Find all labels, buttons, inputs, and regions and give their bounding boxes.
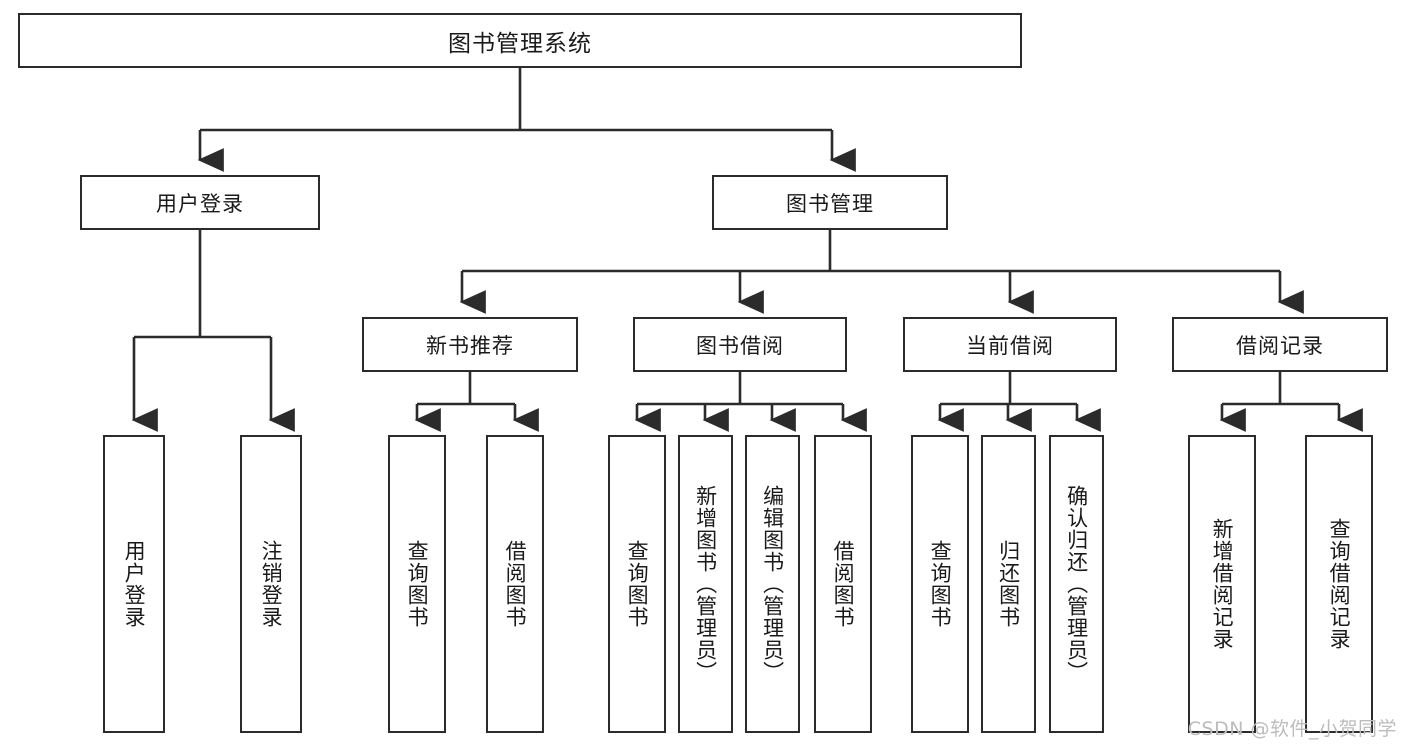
leaf-confirm-return-admin[interactable]: 确认归还（管理员） <box>1049 435 1104 733</box>
leaf-edit-book-admin[interactable]: 编辑图书（管理员） <box>745 435 800 733</box>
node-book-borrow-label: 图书借阅 <box>696 333 784 358</box>
leaf-add-borrow-record[interactable]: 新增借阅记录 <box>1188 435 1256 733</box>
leaf-borrow-book-bw-label: 借阅图书 <box>831 540 856 628</box>
leaf-borrow-book-nb[interactable]: 借阅图书 <box>486 435 544 733</box>
node-borrow-records-label: 借阅记录 <box>1236 333 1324 358</box>
node-new-book-recommend-label: 新书推荐 <box>426 333 514 358</box>
leaf-query-borrow-record[interactable]: 查询借阅记录 <box>1305 435 1373 733</box>
node-book-management-label: 图书管理 <box>786 191 874 216</box>
leaf-query-book-bw[interactable]: 查询图书 <box>608 435 666 733</box>
leaf-query-book-nb[interactable]: 查询图书 <box>388 435 446 733</box>
node-borrow-records[interactable]: 借阅记录 <box>1172 317 1388 372</box>
leaf-query-book-cb[interactable]: 查询图书 <box>911 435 969 733</box>
leaf-user-login-label: 用户登录 <box>122 540 147 628</box>
leaf-add-book-admin-label: 新增图书（管理员） <box>693 485 718 683</box>
node-root[interactable]: 图书管理系统 <box>18 13 1022 68</box>
node-user-login[interactable]: 用户登录 <box>80 175 320 230</box>
node-book-borrow[interactable]: 图书借阅 <box>633 317 847 372</box>
leaf-logout-label: 注销登录 <box>259 540 284 628</box>
leaf-edit-book-admin-label: 编辑图书（管理员） <box>760 485 785 683</box>
leaf-query-book-nb-label: 查询图书 <box>405 540 430 628</box>
leaf-confirm-return-admin-label: 确认归还（管理员） <box>1064 485 1089 683</box>
node-current-borrow-label: 当前借阅 <box>966 333 1054 358</box>
leaf-add-borrow-record-label: 新增借阅记录 <box>1210 518 1235 650</box>
leaf-borrow-book-bw[interactable]: 借阅图书 <box>814 435 872 733</box>
leaf-return-book[interactable]: 归还图书 <box>981 435 1036 733</box>
node-root-label: 图书管理系统 <box>448 30 592 57</box>
leaf-query-book-bw-label: 查询图书 <box>625 540 650 628</box>
node-book-management[interactable]: 图书管理 <box>712 175 948 230</box>
leaf-query-borrow-record-label: 查询借阅记录 <box>1327 518 1352 650</box>
leaf-add-book-admin[interactable]: 新增图书（管理员） <box>678 435 733 733</box>
node-new-book-recommend[interactable]: 新书推荐 <box>362 317 578 372</box>
leaf-logout[interactable]: 注销登录 <box>240 435 302 733</box>
leaf-user-login[interactable]: 用户登录 <box>103 435 165 733</box>
leaf-query-book-cb-label: 查询图书 <box>928 540 953 628</box>
node-current-borrow[interactable]: 当前借阅 <box>903 317 1117 372</box>
leaf-return-book-label: 归还图书 <box>996 540 1021 628</box>
node-user-login-label: 用户登录 <box>156 191 244 216</box>
leaf-borrow-book-nb-label: 借阅图书 <box>503 540 528 628</box>
